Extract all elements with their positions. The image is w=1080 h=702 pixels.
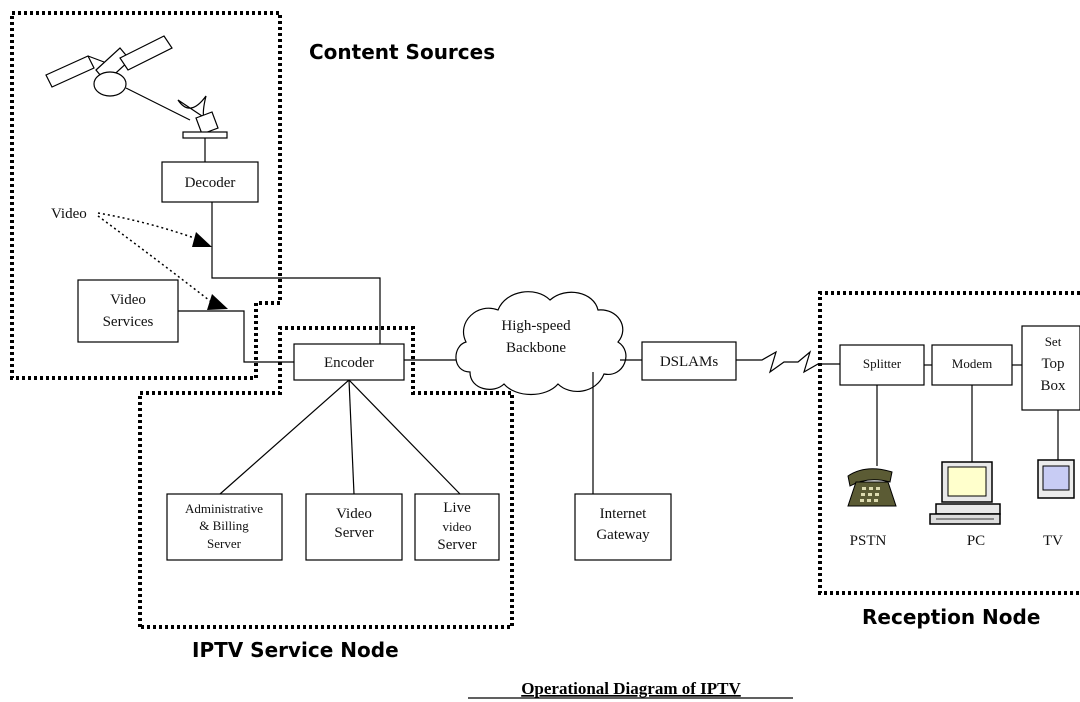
- telephone-icon: [847, 468, 897, 507]
- set-top-box-label-1: Set: [1045, 334, 1062, 349]
- live-video-server-box: [414, 493, 500, 561]
- service-node-title: IPTV Service Node: [192, 638, 399, 662]
- splitter-label: Splitter: [863, 356, 902, 371]
- decoder-box: [161, 161, 259, 203]
- splitter-box: [839, 344, 925, 386]
- diagram-caption: Operational Diagram of IPTV: [521, 679, 741, 698]
- satellite-icon: [45, 35, 173, 97]
- content-sources-title: Content Sources: [309, 40, 495, 64]
- set-top-box-box: [1021, 325, 1080, 411]
- encoder-to-live-server-wire: [348, 379, 461, 495]
- internet-gateway-label-1: Internet: [600, 506, 647, 522]
- satellite-beam: [125, 87, 191, 121]
- backbone-cloud-icon: [455, 291, 627, 395]
- video-server-label-2: Server: [334, 525, 373, 541]
- live-server-label-1: Live: [443, 500, 471, 516]
- dslam-to-splitter-link: [736, 350, 840, 374]
- video-services-to-encoder-wire: [178, 310, 294, 363]
- admin-server-label-3: Server: [207, 536, 242, 551]
- video-server-label-1: Video: [336, 506, 372, 522]
- backbone-label-1: High-speed: [501, 318, 571, 334]
- content-sources-boundary: [10, 11, 282, 380]
- encoder-box: [293, 343, 405, 381]
- video-arrow-head-1: [192, 232, 212, 247]
- set-top-box-label-2: Top: [1041, 356, 1064, 372]
- admin-server-label-2: & Billing: [199, 518, 249, 533]
- modem-label: Modem: [952, 356, 992, 371]
- service-node-boundary: [138, 326, 514, 629]
- internet-gateway-box: [574, 493, 672, 561]
- video-arrow-to-decoder-line: [97, 212, 201, 241]
- encoder-label: Encoder: [324, 355, 374, 371]
- live-server-label-2: video: [443, 519, 472, 534]
- video-services-label-1: Video: [110, 292, 146, 308]
- pc-label: PC: [967, 533, 985, 549]
- computer-icon: [929, 461, 1001, 525]
- backbone-label-2: Backbone: [506, 340, 566, 356]
- encoder-to-admin-wire: [219, 379, 350, 495]
- satellite-dish-icon: [177, 95, 228, 139]
- pstn-label: PSTN: [850, 533, 887, 549]
- tv-label: TV: [1043, 533, 1063, 549]
- decoder-label: Decoder: [185, 175, 236, 191]
- set-top-box-label-3: Box: [1040, 378, 1066, 394]
- dslams-label: DSLAMs: [660, 354, 719, 370]
- admin-billing-server-box: [166, 493, 283, 561]
- video-label: Video: [51, 206, 87, 222]
- reception-node-boundary: [818, 291, 1080, 595]
- video-server-box: [305, 493, 403, 561]
- admin-server-label-1: Administrative: [185, 501, 263, 516]
- reception-node-title: Reception Node: [862, 605, 1040, 629]
- decoder-to-encoder-wire: [211, 202, 381, 344]
- video-arrow-head-2: [207, 294, 228, 310]
- live-server-label-3: Server: [437, 537, 476, 553]
- dslams-box: [641, 341, 737, 381]
- internet-gateway-label-2: Gateway: [596, 527, 650, 543]
- television-icon: [1037, 459, 1075, 499]
- video-services-label-2: Services: [103, 314, 154, 330]
- encoder-to-video-server-wire: [348, 379, 355, 495]
- video-services-box: [77, 279, 179, 343]
